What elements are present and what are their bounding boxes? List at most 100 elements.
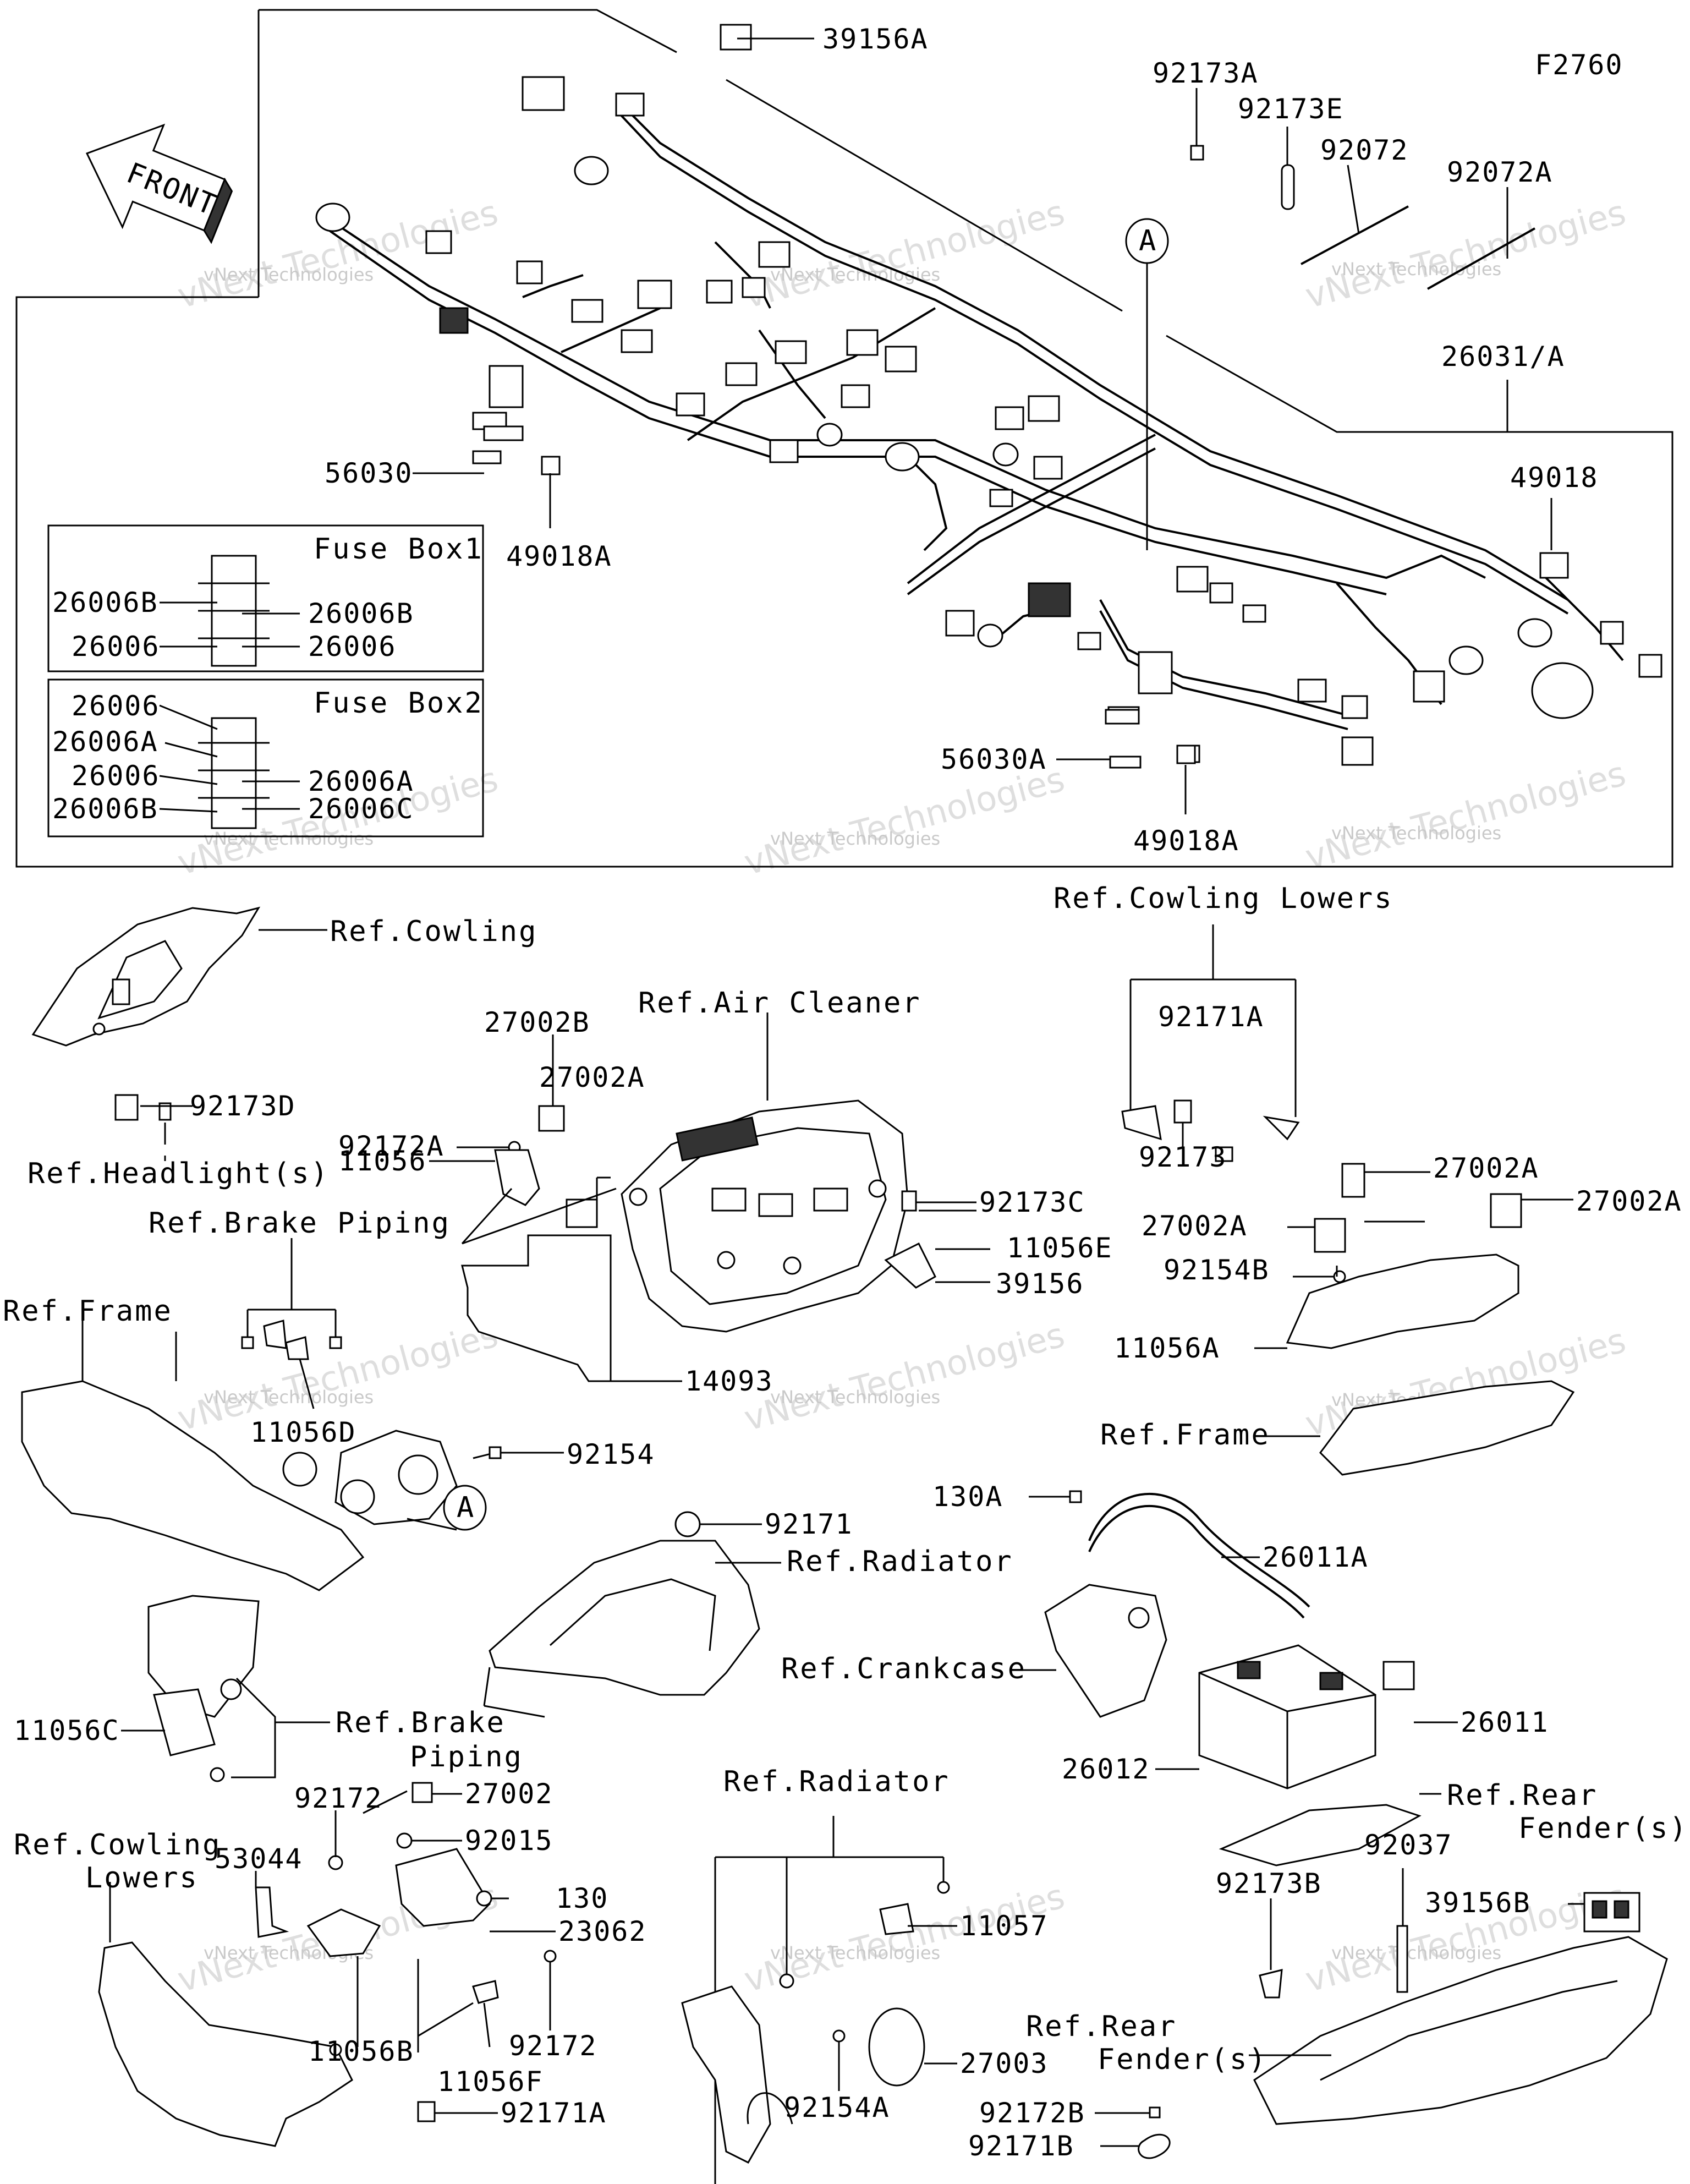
part-labels-top: 39156A 92173A 92173E 92072 92072A 26031/… [325, 23, 1599, 857]
part-number: 56030A [941, 743, 1047, 775]
part-number: 92072A [1447, 156, 1553, 188]
part-number: 11056B [308, 2035, 414, 2067]
part-number: 92154A [784, 2092, 890, 2123]
leader-lines-top [413, 37, 1552, 814]
air-cleaner-part [621, 1012, 909, 1333]
part-labels-lower: 92173D 27002B 27002A 92172A 11056 92173C… [14, 1001, 1682, 2162]
part-number: 92173C [979, 1186, 1085, 1218]
ref-label: Ref.Cowling [14, 1829, 221, 1862]
watermark-text: vNext Technologies [1331, 1942, 1501, 1963]
battery-group-part [1012, 1490, 1458, 1866]
ref-label: Ref.Cowling [330, 915, 537, 948]
watermark-text: vNext Technologies [770, 1942, 940, 1963]
watermark-text: vNext Technologies [204, 828, 374, 849]
fuse-box-2-title: Fuse Box2 [314, 687, 484, 720]
cowling-lowers-brackets [1121, 924, 1300, 1162]
part-number: 92154 [567, 1438, 655, 1470]
ref-label: Ref.Rear [1026, 2010, 1177, 2043]
fuse-label: 26006B [52, 587, 158, 618]
part-number: 92072 [1320, 134, 1409, 166]
part-number: 39156 [996, 1268, 1084, 1300]
harness-connectors [315, 24, 1662, 769]
part-number: 92172B [979, 2097, 1085, 2129]
lower-bracket-group [255, 1782, 557, 2122]
part-number: 56030 [325, 457, 413, 489]
part-number: 11057 [960, 1910, 1049, 1942]
part-number: 27002A [1142, 1210, 1248, 1242]
ref-label: Fender(s) [1518, 1812, 1688, 1845]
ref-label: Ref.Brake Piping [149, 1207, 451, 1240]
top-small-parts [483, 145, 1535, 764]
ref-label: Fender(s) [1098, 2043, 1268, 2076]
part-number: 26031/A [1441, 341, 1565, 373]
callout-letter: A [1139, 225, 1157, 258]
part-number: 14093 [685, 1365, 773, 1397]
shield-plate-part [461, 1234, 682, 1382]
part-number: 92173D [190, 1090, 296, 1122]
part-number: 92172 [294, 1782, 383, 1814]
part-number: 11056D [250, 1416, 356, 1448]
ref-label: Ref.Crankcase [781, 1652, 1027, 1685]
part-number: 27002A [539, 1061, 645, 1093]
ref-label: Piping [410, 1740, 523, 1774]
part-number: 27003 [960, 2048, 1049, 2079]
part-number: 11056F [437, 2066, 544, 2098]
ref-label: Ref.Radiator [787, 1545, 1013, 1578]
fuse-label: 26006B [52, 793, 158, 825]
fuse-label: 26006 [72, 760, 160, 792]
fuse-label: 26006B [308, 598, 414, 630]
diagram-code: F2760 [1535, 49, 1623, 81]
part-number: 26012 [1062, 1753, 1150, 1785]
part-number: 92171B [968, 2130, 1074, 2162]
leader-lines-lower [140, 1105, 1425, 1814]
part-number: 11056C [14, 1715, 120, 1747]
ref-label: Ref.Frame [1100, 1419, 1270, 1452]
part-number: 92173 [1139, 1141, 1227, 1173]
part-number: 92037 [1364, 1829, 1453, 1861]
part-number: 27002A [1576, 1185, 1682, 1217]
part-number: 26011A [1263, 1541, 1369, 1573]
part-number: 53044 [215, 1843, 303, 1875]
part-number: 26011 [1461, 1706, 1549, 1738]
part-number: 92171A [1158, 1001, 1264, 1033]
part-number: 130A [932, 1481, 1003, 1513]
part-number: 11056A [1114, 1332, 1220, 1364]
bracket-11056c [121, 1595, 330, 1782]
part-number: 23062 [558, 1915, 647, 1947]
part-number: 27002B [484, 1006, 590, 1038]
part-number: 49018 [1510, 462, 1599, 494]
part-number: 92154B [1164, 1254, 1270, 1286]
front-arrow: FRONT [85, 123, 233, 244]
watermark-text: vNext Technologies [1331, 823, 1501, 844]
callout-letter: A [457, 1491, 475, 1524]
fuse-box-1: Fuse Box1 26006B 26006B 26006 26006 [47, 524, 484, 672]
radiator-bracket-lower [681, 1816, 957, 2184]
part-number: 92173E [1238, 93, 1344, 125]
part-number: 92172A [338, 1130, 445, 1162]
fuse-box-2: Fuse Box2 26006 26006A 26006 26006A 2600… [47, 678, 484, 838]
part-number: 49018A [1133, 825, 1239, 857]
part-number: 27002A [1433, 1152, 1539, 1184]
ref-label: Ref.Rear [1447, 1779, 1598, 1812]
fuse-label: 26006 [72, 690, 160, 722]
ref-label: Ref.Air Cleaner [638, 987, 921, 1020]
ref-label: Ref.Headlight(s) [28, 1157, 330, 1190]
ref-label: Ref.Frame [3, 1295, 173, 1328]
ref-label: Ref.Cowling Lowers [1053, 882, 1393, 915]
brake-piping-bracket [241, 1238, 342, 1409]
fuse-label: 26006 [72, 631, 160, 663]
part-number: 27002 [465, 1778, 553, 1810]
ref-label: Ref.Brake [336, 1706, 506, 1739]
watermark-text: vNext Technologies [204, 1387, 374, 1408]
fuse-label: 26006C [308, 793, 414, 825]
part-number: 130 [556, 1882, 608, 1914]
fuse-label: 26006 [308, 631, 397, 663]
part-number: 92015 [465, 1825, 553, 1857]
part-number: 49018A [506, 540, 612, 572]
part-number: 11056E [1007, 1232, 1113, 1264]
fuse-box-1-title: Fuse Box1 [314, 533, 484, 566]
relay-parts-left [429, 1034, 990, 1289]
part-number: 92171A [501, 2097, 607, 2129]
ref-label: Lowers [85, 1862, 199, 1895]
fuse-label: 26006A [308, 765, 414, 797]
